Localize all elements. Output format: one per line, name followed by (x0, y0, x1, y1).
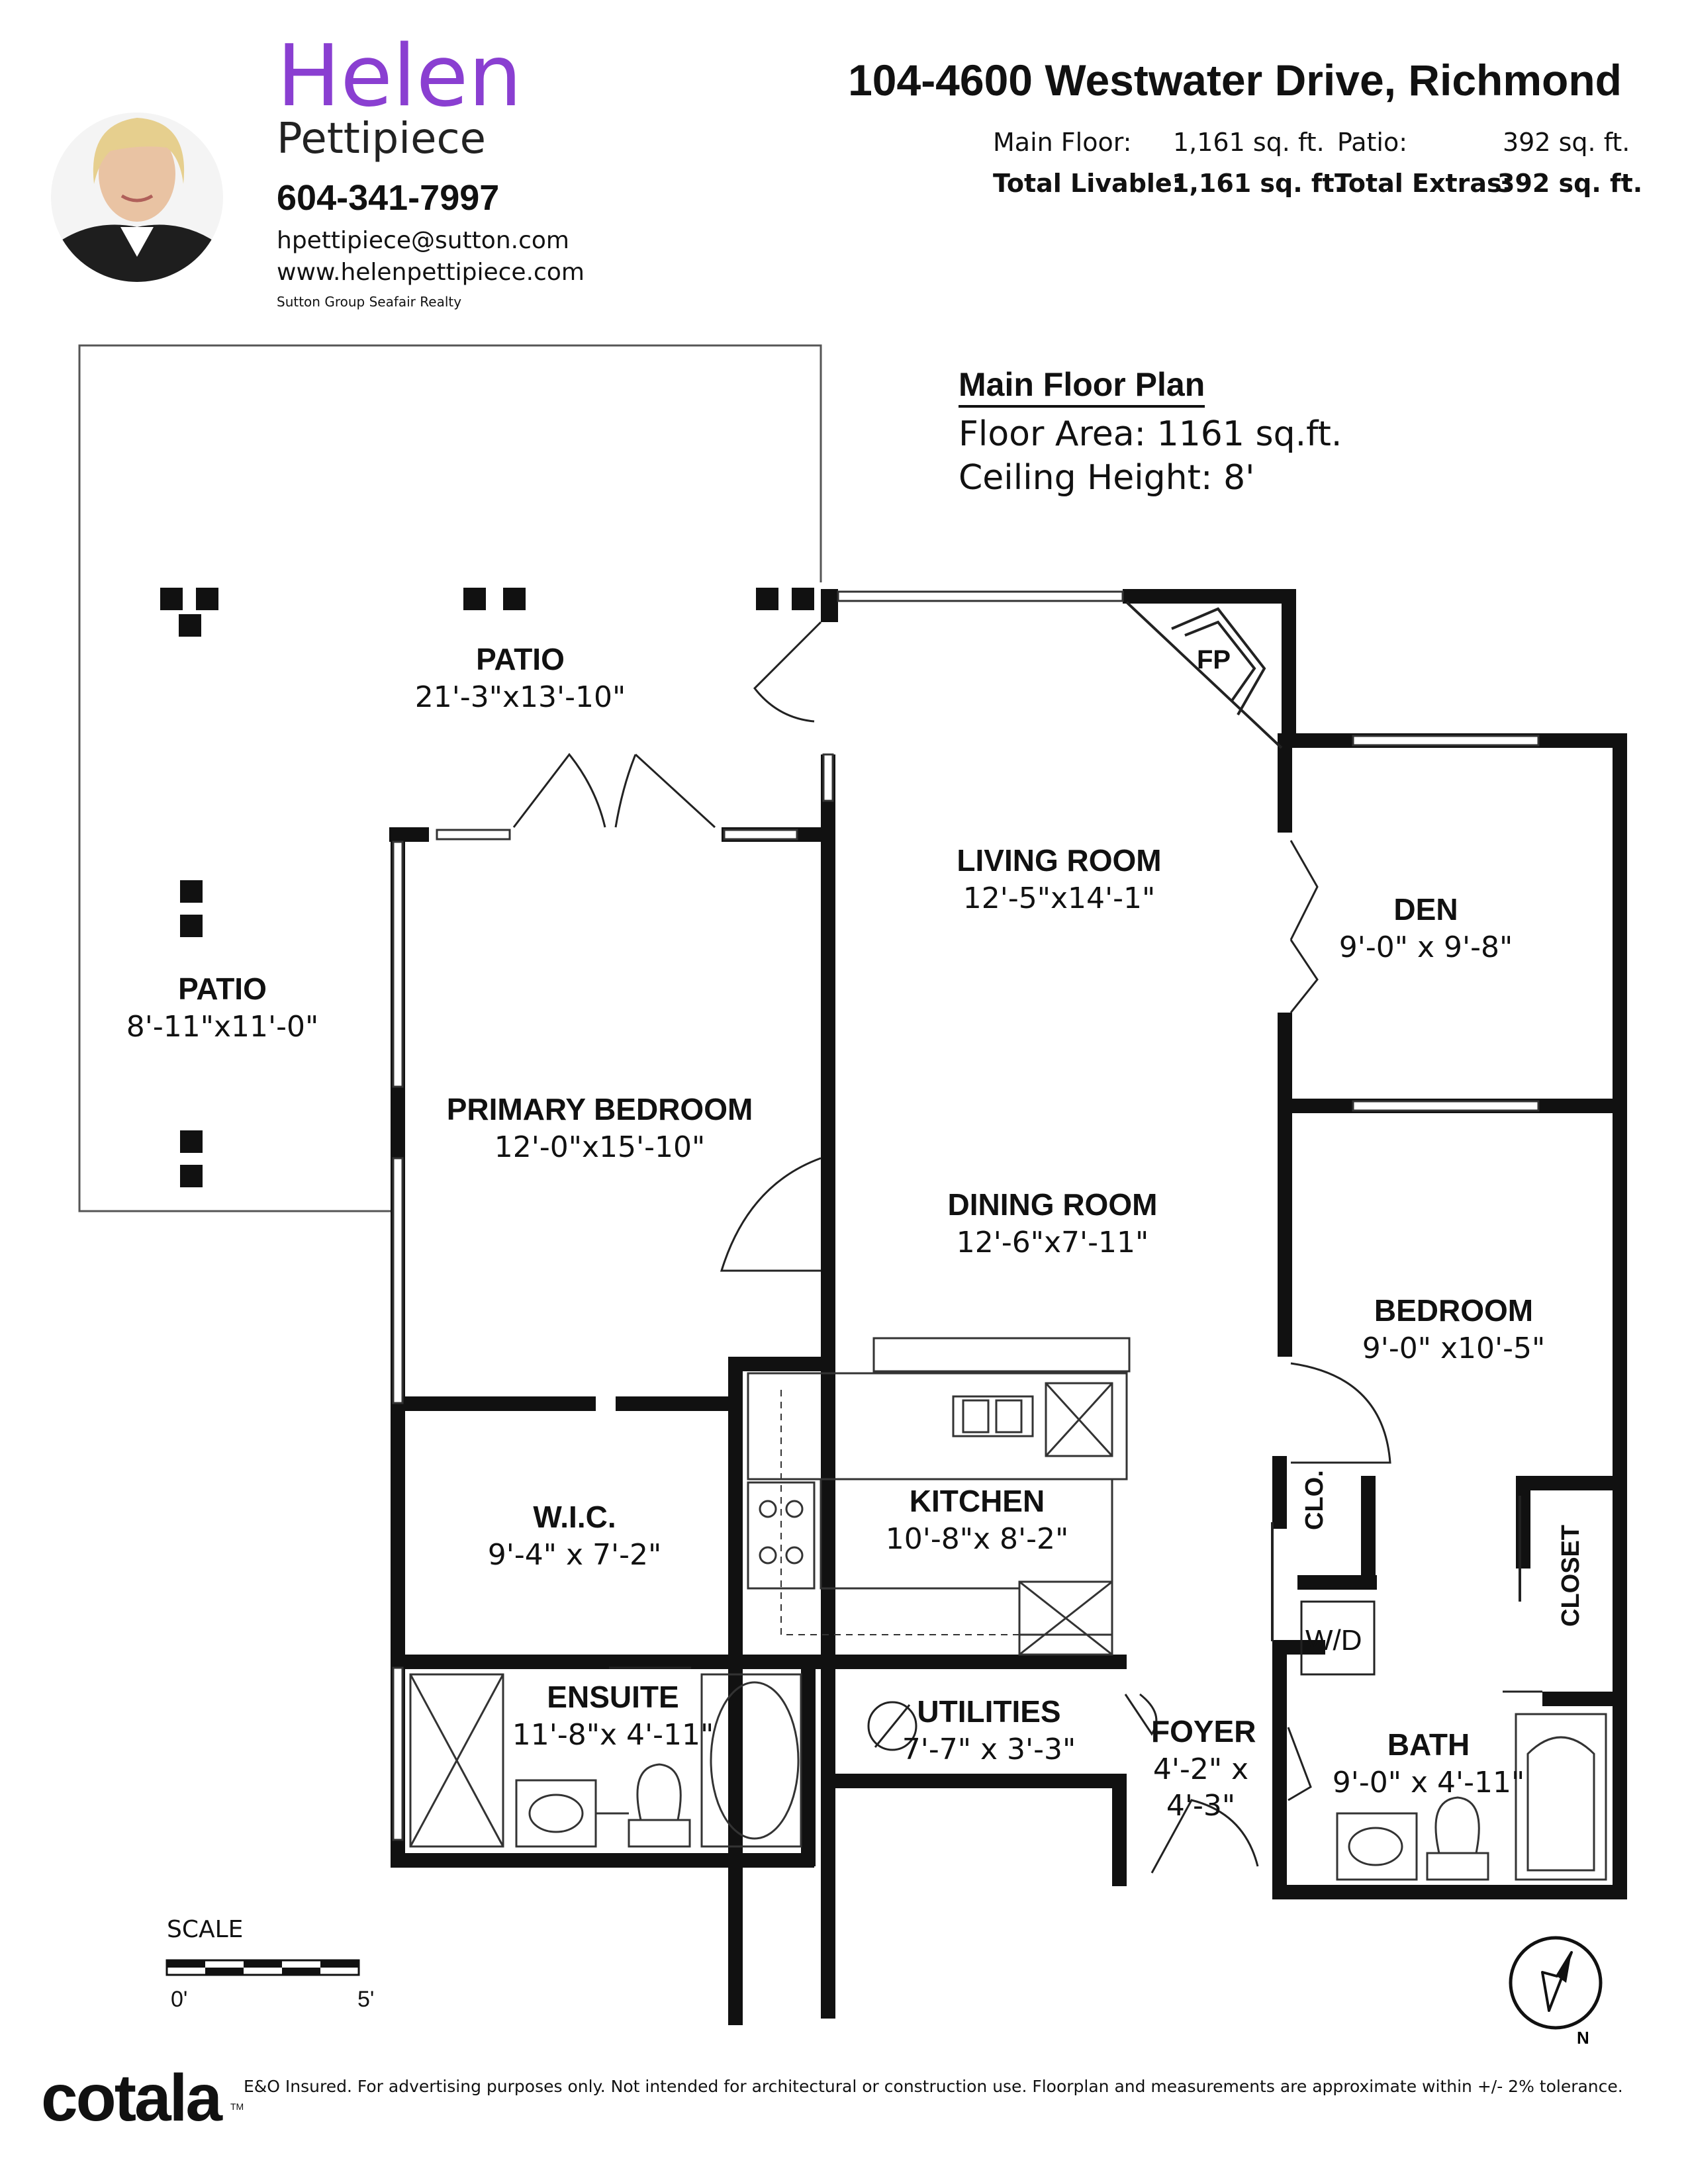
total-livable-label: Total Livable: (993, 169, 1182, 198)
agent-last-name: Pettipiece (277, 114, 486, 163)
main-floor-area-row: Main Floor: (993, 130, 1131, 155)
cotala-logo: cotala (41, 2061, 222, 2135)
total-extras-label: Total Extras: (1335, 169, 1512, 198)
plan-floor-area: Floor Area: 1161 sq.ft. (959, 414, 1342, 454)
utilities-fixtures (867, 1701, 917, 1751)
kitchen-fixtures (747, 1337, 1131, 1656)
doors (512, 621, 1542, 1874)
windows (392, 590, 1540, 1841)
washer-dryer-label: W/D (1305, 1624, 1362, 1657)
agent-photo (51, 113, 223, 282)
scale-bar (165, 1959, 360, 1976)
fireplace-label: FP (1197, 645, 1231, 674)
closet-small-label: CLO. (1301, 1470, 1329, 1530)
property-address: 104-4600 Westwater Drive, Richmond (848, 56, 1622, 105)
fireplace (1125, 601, 1283, 749)
patio-outline (78, 344, 822, 1212)
plan-ceiling-height: Ceiling Height: 8' (959, 458, 1255, 498)
closet-label: CLOSET (1557, 1524, 1585, 1627)
north-arrow-icon: N (1509, 1936, 1603, 2048)
plan-title: Main Floor Plan (959, 368, 1205, 408)
north-label: N (1577, 2028, 1589, 2048)
agent-website[interactable]: www.helenpettipiece.com (277, 259, 585, 286)
patio-posts (160, 588, 814, 1187)
agent-email[interactable]: hpettipiece@sutton.com (277, 227, 569, 254)
agent-brokerage: Sutton Group Seafair Realty (277, 294, 462, 310)
main-floor-label: Main Floor: (993, 128, 1132, 157)
scale-start: 0' (171, 1987, 188, 2012)
patio-area-label: Patio: (1337, 128, 1408, 157)
bath-fixtures (1336, 1713, 1607, 1881)
cotala-trademark: TM (230, 2101, 244, 2112)
total-extras-value: 392 sq. ft. (1497, 169, 1643, 198)
scale-label: SCALE (167, 1916, 244, 1943)
ensuite-fixtures (409, 1673, 802, 1848)
washer-dryer (1300, 1600, 1376, 1676)
main-floor-area-value: 1,161 sq. ft. (1173, 128, 1325, 157)
room-wic: W.I.C.9'-4" x 7'-2" (487, 1500, 662, 1572)
patio-area-value: 392 sq. ft. (1503, 128, 1630, 157)
scale-end: 5' (357, 1987, 375, 2012)
agent-first-name: Helen (277, 27, 522, 126)
disclaimer-text: E&O Insured. For advertising purposes on… (244, 2077, 1623, 2096)
agent-phone[interactable]: 604-341-7997 (277, 178, 500, 218)
total-livable-value: 1,161 sq. ft. (1172, 169, 1344, 198)
